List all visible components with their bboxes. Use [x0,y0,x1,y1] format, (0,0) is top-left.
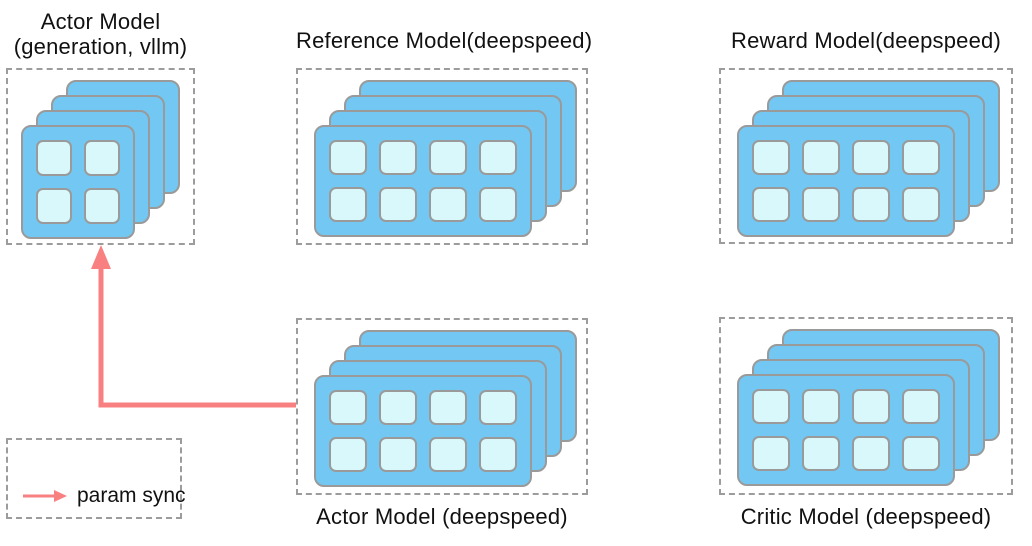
model-box-critic [719,317,1013,495]
gpu-card [21,125,135,239]
legend-row: param sync [22,484,186,508]
gpu-card [314,125,532,237]
gpu-cell [479,187,517,222]
model-title-actor-deepspeed: Actor Model (deepspeed) [316,504,568,529]
gpu-grid [739,376,953,484]
gpu-cell [379,140,417,175]
param-sync-arrow-icon [23,490,67,502]
model-box-actor-vllm [6,68,195,245]
model-title-reward: Reward Model(deepspeed) [731,28,1001,53]
model-box-reference [296,68,588,245]
gpu-stack-actor-vllm [8,70,193,243]
gpu-grid [316,127,530,235]
legend-box: param sync [6,438,186,519]
gpu-cell [752,436,790,471]
gpu-cell [752,140,790,175]
gpu-cell [329,187,367,222]
gpu-cell [752,187,790,222]
gpu-cell [802,187,840,222]
model-title-reference: Reference Model(deepspeed) [296,28,593,53]
gpu-cell [429,140,467,175]
gpu-cell [852,436,890,471]
gpu-cell [379,187,417,222]
gpu-cell [379,390,417,425]
gpu-grid [739,127,953,235]
gpu-cell [802,389,840,424]
gpu-cell [36,188,72,224]
gpu-cell [902,436,940,471]
model-box-reward [719,68,1013,244]
gpu-cell [479,437,517,472]
gpu-cell [802,436,840,471]
model-title-critic: Critic Model (deepspeed) [740,504,992,529]
gpu-cell [84,140,120,176]
gpu-cell [479,140,517,175]
gpu-card [737,125,955,237]
gpu-cell [852,389,890,424]
gpu-cell [902,140,940,175]
gpu-stack-actor-deepspeed [298,320,586,493]
model-title-line2: (generation, vllm) [13,34,188,59]
gpu-cell [429,390,467,425]
gpu-card [737,374,955,486]
model-title-line1: Actor Model [40,9,161,34]
model-box-actor-deepspeed [296,318,588,495]
model-title-actor-vllm: Actor Model (generation, vllm) [6,9,195,59]
gpu-cell [429,187,467,222]
gpu-cell [329,390,367,425]
gpu-cell [379,437,417,472]
gpu-stack-critic [721,319,1011,493]
gpu-stack-reference [298,70,586,243]
gpu-cell [479,390,517,425]
gpu-cell [752,389,790,424]
gpu-stack-reward [721,70,1011,242]
legend-label: param sync [77,484,186,507]
gpu-grid [316,377,530,485]
gpu-cell [329,140,367,175]
gpu-grid [23,127,133,237]
gpu-cell [802,140,840,175]
gpu-cell [902,187,940,222]
gpu-cell [852,187,890,222]
gpu-cell [902,389,940,424]
gpu-cell [852,140,890,175]
gpu-cell [429,437,467,472]
gpu-cell [36,140,72,176]
gpu-card [314,375,532,487]
gpu-cell [329,437,367,472]
gpu-cell [84,188,120,224]
